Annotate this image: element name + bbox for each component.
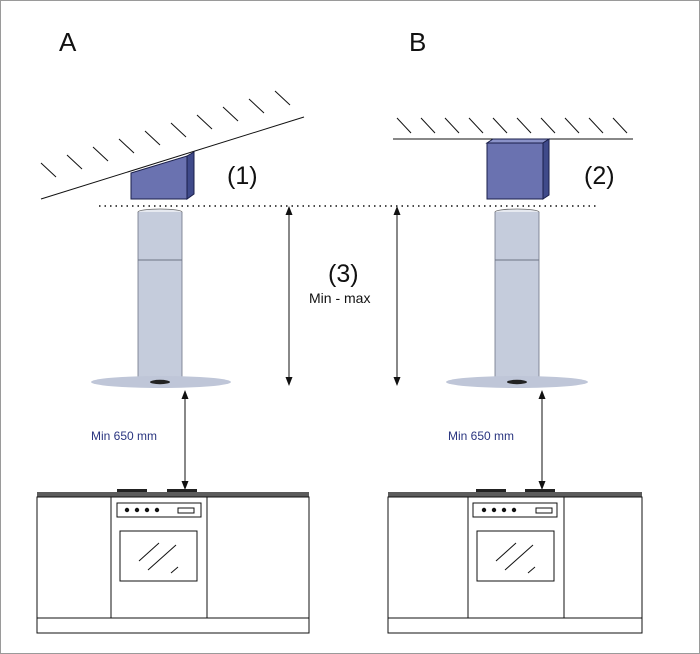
extension-arrow-a (285, 206, 293, 386)
panel-a-label: A (59, 27, 77, 57)
mount-2-label: (2) (584, 162, 615, 190)
hood-canopy-a (91, 376, 231, 388)
hood-canopy-b (446, 376, 588, 388)
clearance-arrow-b (538, 390, 546, 490)
clearance-arrow-a (181, 390, 189, 490)
kitchen-unit-a (36, 489, 310, 634)
extension-range-label: Min - max (309, 290, 370, 306)
extension-label: (3) (328, 260, 359, 288)
sloped-ceiling (40, 90, 305, 200)
extension-arrow-b (393, 206, 401, 386)
clearance-label-b: Min 650 mm (448, 429, 514, 443)
kitchen-unit-b (387, 489, 643, 634)
ceiling-bracket-b (485, 138, 551, 200)
panel-b-label: B (409, 27, 426, 57)
flat-ceiling (393, 117, 633, 140)
ceiling-bracket-a (130, 151, 195, 200)
chimney-a (137, 208, 183, 382)
chimney-b (494, 208, 540, 382)
clearance-label-a: Min 650 mm (91, 429, 157, 443)
mount-1-label: (1) (227, 162, 258, 190)
